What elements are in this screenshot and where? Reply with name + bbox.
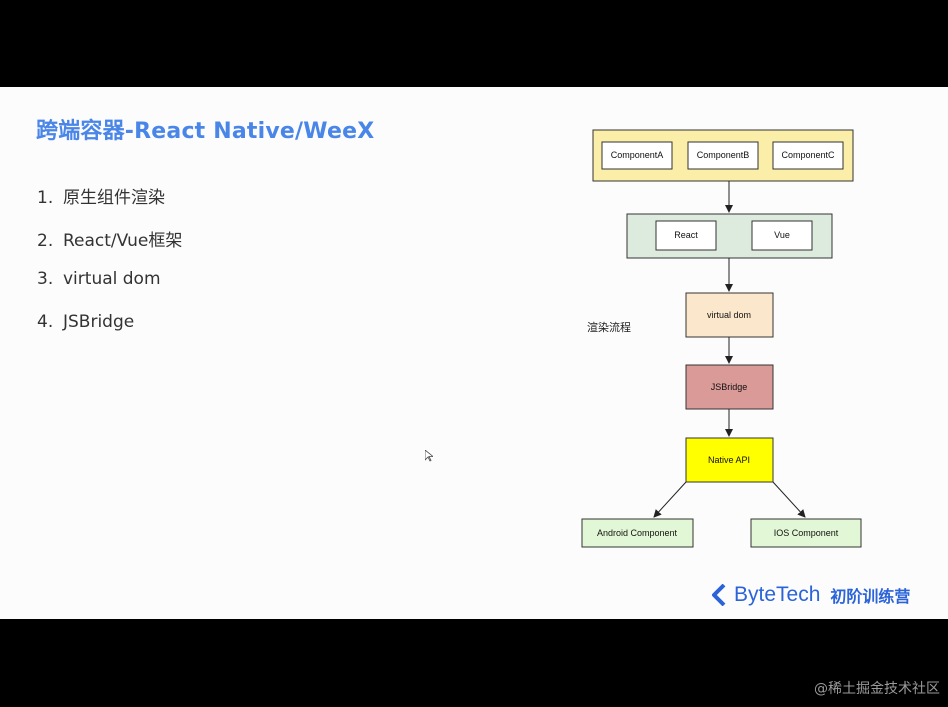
android-component-box xyxy=(581,518,694,548)
render-flow-label: 渲染流程 xyxy=(587,321,631,334)
component-c-label: ComponentC xyxy=(781,150,835,160)
watermark: @稀土掘金技术社区 xyxy=(814,681,940,697)
component-a-label: ComponentA xyxy=(611,150,664,160)
mouse-cursor-icon xyxy=(425,450,433,462)
list-number: 3. xyxy=(37,269,54,289)
virtual-dom-label: virtual dom xyxy=(707,310,751,320)
virtual-dom-box xyxy=(685,292,774,338)
native-api-box xyxy=(685,437,774,483)
react-label: React xyxy=(674,230,698,240)
jsbridge-box xyxy=(685,364,774,410)
react-box xyxy=(655,220,717,251)
slide: 跨端容器-React Native/WeeX 1. 原生组件渲染 2. React/… xyxy=(0,87,948,619)
list-item: 4. JSBridge xyxy=(37,312,182,355)
vue-label: Vue xyxy=(774,230,790,240)
slide-title: 跨端容器-React Native/WeeX xyxy=(36,119,375,144)
render-flow-diagram: ComponentA ComponentB ComponentC React V… xyxy=(581,129,862,548)
list-number: 2. xyxy=(37,231,54,251)
list-item: 1. 原生组件渲染 xyxy=(37,183,182,226)
android-component-label: Android Component xyxy=(597,528,678,538)
ios-component-label: IOS Component xyxy=(774,528,839,538)
component-c-box xyxy=(772,141,844,170)
native-api-label: Native API xyxy=(708,455,750,465)
list-number: 4. xyxy=(37,312,54,332)
list-text: JSBridge xyxy=(63,312,135,332)
list-item: 2. React/Vue框架 xyxy=(37,226,182,269)
list-text: React/Vue框架 xyxy=(63,231,183,251)
list-text: 原生组件渲染 xyxy=(63,188,165,208)
list-text: virtual dom xyxy=(63,269,161,289)
component-b-box xyxy=(687,141,759,170)
arrow-native-to-android xyxy=(653,481,687,518)
brand-subtitle: 初阶训练营 xyxy=(830,587,911,606)
bytetech-logo-icon xyxy=(712,584,726,606)
component-b-label: ComponentB xyxy=(697,150,750,160)
component-a-box xyxy=(601,141,673,170)
list-item: 3. virtual dom xyxy=(37,269,182,312)
feature-list: 1. 原生组件渲染 2. React/Vue框架 3. virtual dom 4. J… xyxy=(37,183,182,355)
brand-name: ByteTech xyxy=(734,583,821,606)
jsbridge-label: JSBridge xyxy=(711,382,748,392)
bytetech-brand: ByteTech 初阶训练营 xyxy=(712,583,910,607)
ios-component-box xyxy=(750,518,862,548)
list-number: 1. xyxy=(37,188,54,208)
arrow-native-to-ios xyxy=(772,481,806,518)
vue-box xyxy=(751,220,813,251)
